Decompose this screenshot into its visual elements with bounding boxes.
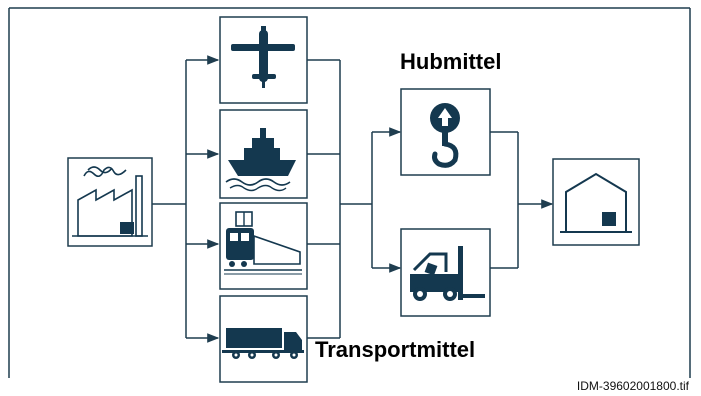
forklift-icon [410,246,485,301]
truck-box [219,295,308,383]
train-icon [224,211,302,275]
airplane-box [219,16,308,104]
factory-icon [72,166,148,237]
crane-hook-icon [430,103,460,168]
connectors [152,55,554,343]
hubmittel-label: Hubmittel [400,49,502,74]
crane-hook-box [400,88,491,176]
forklift-box [400,228,491,317]
factory-box [67,157,153,247]
crate-icon [120,222,134,234]
train-box [219,202,308,290]
file-id-label: IDM-39602001800.tif [576,379,689,393]
transportmittel-label: Transportmittel [315,337,476,362]
truck-icon [222,328,304,359]
ship-box [219,109,308,199]
warehouse-icon [560,172,632,233]
ship-icon [225,128,296,192]
airplane-icon [231,26,295,88]
outer-frame [8,7,691,378]
warehouse-box [552,158,640,246]
